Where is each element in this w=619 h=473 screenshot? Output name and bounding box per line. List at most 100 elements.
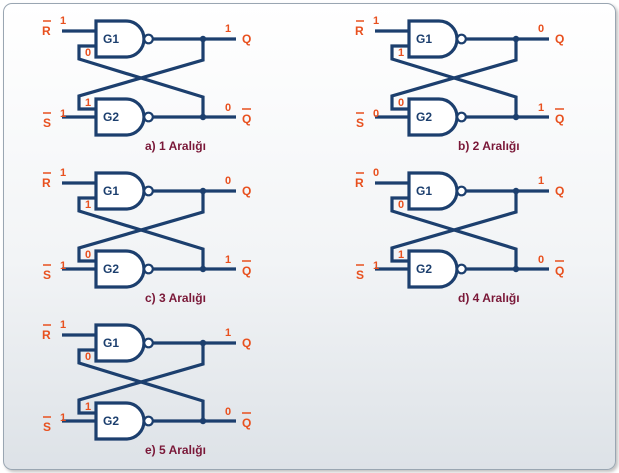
- g1-label: G1: [416, 32, 432, 46]
- s-value: 1: [60, 108, 66, 120]
- qbar-pin-label: Q: [555, 264, 564, 278]
- qbar-pin-label: Q: [242, 264, 251, 278]
- feedback-q-to-g2-wire: [77, 191, 205, 263]
- r-value: 1: [60, 15, 66, 27]
- feedback-q-to-g2-wire: [77, 39, 205, 111]
- qbar-junction-dot: [199, 265, 207, 273]
- q-pin-label: Q: [555, 184, 564, 198]
- q-pin-label: Q: [242, 32, 251, 46]
- qbar-junction-dot: [512, 113, 520, 121]
- g2-inverter-bubble: [456, 111, 467, 123]
- q-value: 1: [225, 327, 231, 339]
- q-pin-label: Q: [242, 336, 251, 350]
- g2-label: G2: [416, 110, 432, 124]
- g1-feedback-input-value: 1: [398, 47, 404, 59]
- qbar-value: 0: [225, 406, 231, 418]
- q-value: 0: [225, 175, 231, 187]
- g2-label: G2: [416, 262, 432, 276]
- g2-feedback-input-value: 1: [85, 97, 91, 109]
- g1-feedback-input-value: 0: [398, 199, 404, 211]
- qbar-pin-label: Q: [555, 112, 564, 126]
- feedback-qbar-to-g1-wire: [77, 348, 205, 421]
- r-pin-label: R: [42, 328, 51, 342]
- s-value: 0: [373, 108, 379, 120]
- qbar-value: 0: [538, 254, 544, 266]
- q-junction-dot: [199, 35, 207, 43]
- g1-label: G1: [103, 32, 119, 46]
- g2-feedback-input-value: 0: [85, 249, 91, 261]
- g1-label: G1: [103, 336, 119, 350]
- g2-inverter-bubble: [143, 263, 154, 275]
- s-value: 1: [373, 260, 379, 272]
- q-pin-label: Q: [242, 184, 251, 198]
- qbar-value: 0: [225, 102, 231, 114]
- panel-caption: b) 2 Aralığı: [458, 139, 520, 153]
- g1-inverter-bubble: [456, 33, 467, 45]
- feedback-q-to-g2-wire: [390, 191, 518, 263]
- qbar-junction-dot: [199, 113, 207, 121]
- qbar-value: 1: [538, 102, 544, 114]
- g1-label: G1: [416, 184, 432, 198]
- g2-feedback-input-value: 1: [398, 249, 404, 261]
- s-value: 1: [60, 412, 66, 424]
- feedback-qbar-to-g1-wire: [77, 196, 205, 269]
- g1-inverter-bubble: [143, 337, 154, 349]
- r-value: 0: [373, 167, 379, 179]
- qbar-value: 1: [225, 254, 231, 266]
- g2-label: G2: [103, 414, 119, 428]
- q-junction-dot: [199, 187, 207, 195]
- g1-inverter-bubble: [456, 185, 467, 197]
- r-value: 1: [60, 167, 66, 179]
- g2-inverter-bubble: [143, 111, 154, 123]
- r-pin-label: R: [355, 24, 364, 38]
- s-pin-label: S: [43, 116, 51, 130]
- s-pin-label: S: [356, 268, 364, 282]
- r-pin-label: R: [42, 176, 51, 190]
- qbar-junction-dot: [512, 265, 520, 273]
- g2-inverter-bubble: [143, 415, 154, 427]
- panel-caption: a) 1 Aralığı: [145, 139, 206, 153]
- panel-caption: c) 3 Aralığı: [145, 291, 206, 305]
- g1-label: G1: [103, 184, 119, 198]
- q-pin-label: Q: [555, 32, 564, 46]
- r-value: 1: [60, 319, 66, 331]
- r-value: 1: [373, 15, 379, 27]
- panel-caption: d) 4 Aralığı: [458, 291, 520, 305]
- g2-feedback-input-value: 1: [85, 401, 91, 413]
- q-junction-dot: [512, 35, 520, 43]
- g2-label: G2: [103, 262, 119, 276]
- q-junction-dot: [512, 187, 520, 195]
- g1-inverter-bubble: [143, 185, 154, 197]
- g1-feedback-input-value: 0: [85, 351, 91, 363]
- q-junction-dot: [199, 339, 207, 347]
- g1-inverter-bubble: [143, 33, 154, 45]
- s-pin-label: S: [356, 116, 364, 130]
- r-pin-label: R: [355, 176, 364, 190]
- g2-inverter-bubble: [456, 263, 467, 275]
- feedback-qbar-to-g1-wire: [390, 196, 518, 269]
- s-value: 1: [60, 260, 66, 272]
- qbar-junction-dot: [199, 417, 207, 425]
- panel-caption: e) 5 Aralığı: [145, 443, 206, 457]
- s-pin-label: S: [43, 268, 51, 282]
- qbar-pin-label: Q: [242, 112, 251, 126]
- r-pin-label: R: [42, 24, 51, 38]
- g2-feedback-input-value: 0: [398, 97, 404, 109]
- q-value: 1: [225, 23, 231, 35]
- feedback-qbar-to-g1-wire: [77, 44, 205, 117]
- s-pin-label: S: [43, 420, 51, 434]
- g2-label: G2: [103, 110, 119, 124]
- q-value: 1: [538, 175, 544, 187]
- q-value: 0: [538, 23, 544, 35]
- feedback-q-to-g2-wire: [390, 39, 518, 111]
- feedback-qbar-to-g1-wire: [390, 44, 518, 117]
- qbar-pin-label: Q: [242, 416, 251, 430]
- g1-feedback-input-value: 0: [85, 47, 91, 59]
- feedback-q-to-g2-wire: [77, 343, 205, 415]
